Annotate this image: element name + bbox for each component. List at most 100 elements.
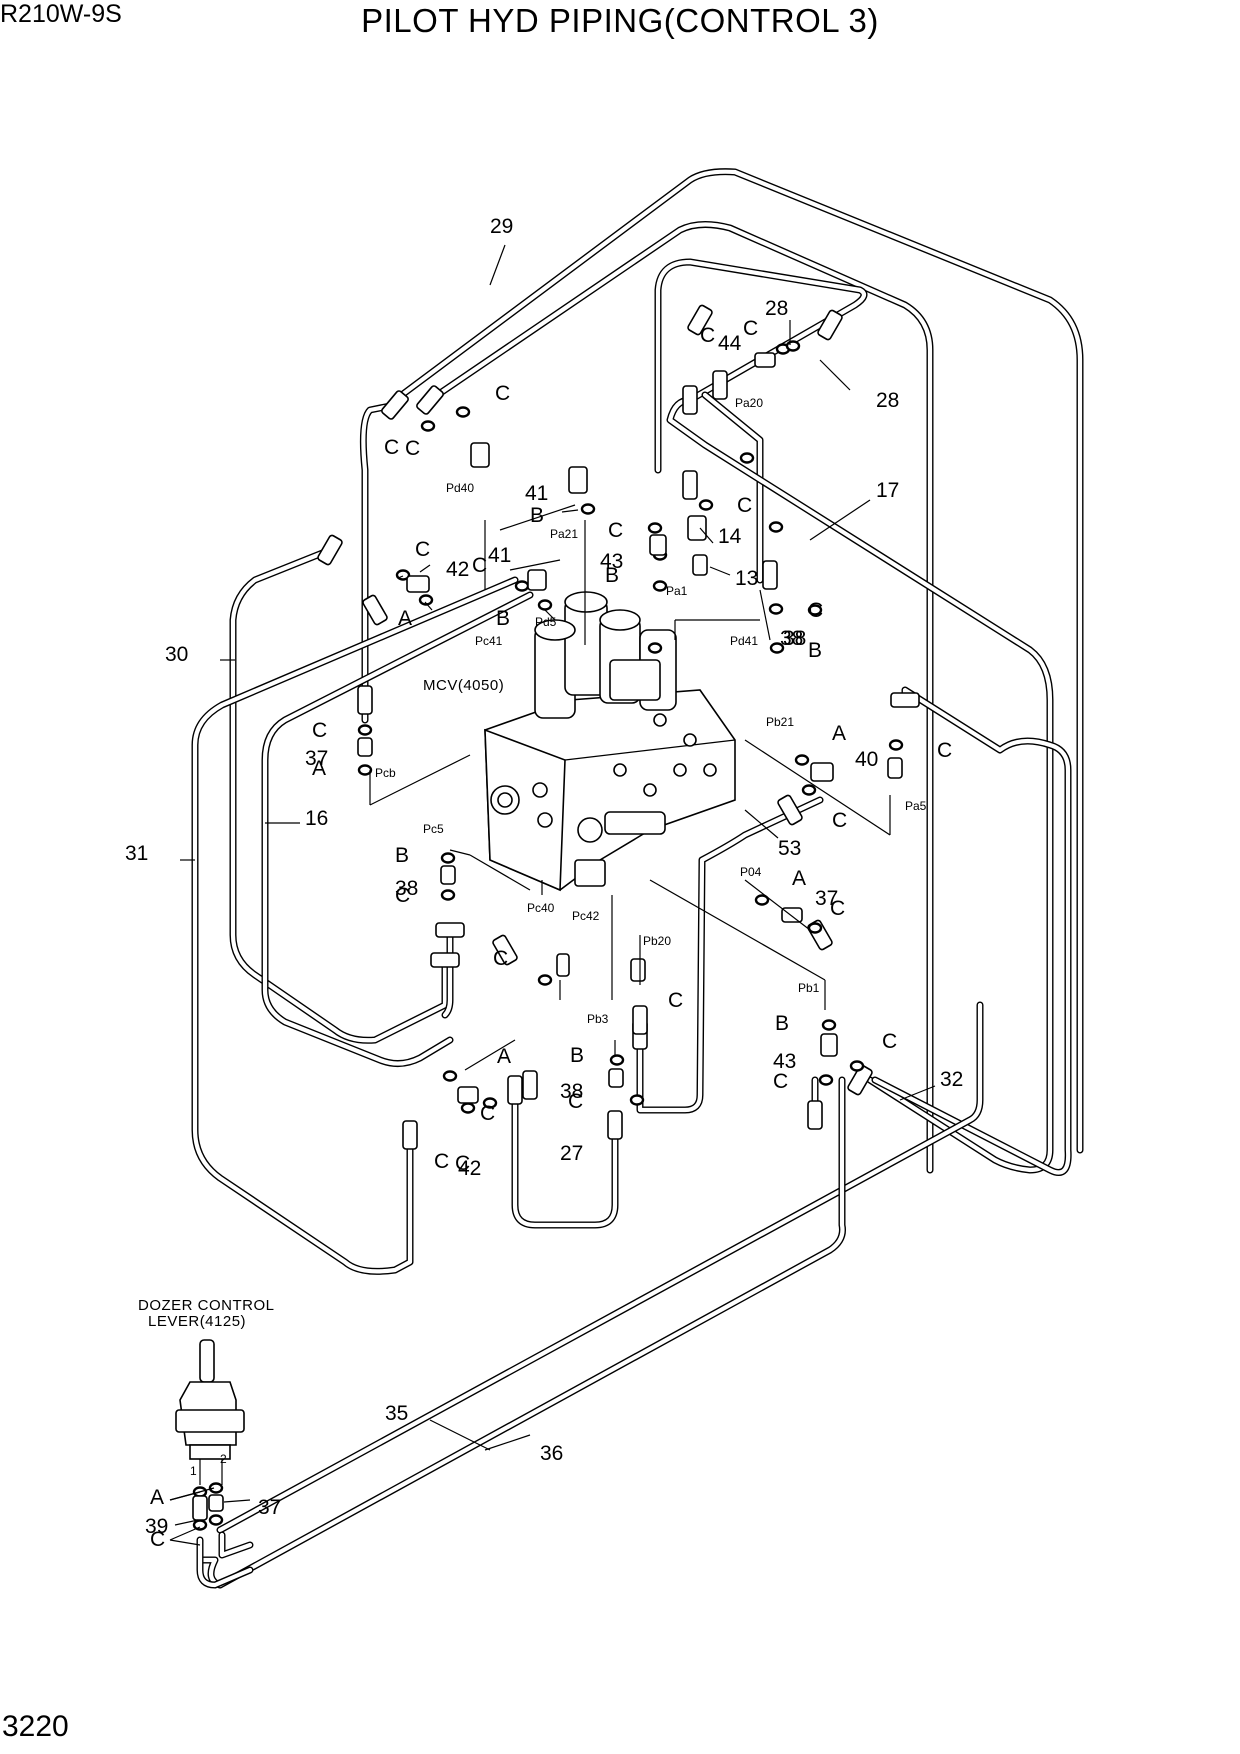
ring-letter-b: B <box>570 1044 584 1067</box>
ring-letter-c: C <box>700 324 715 347</box>
adapter-37c-fitting <box>208 1494 224 1512</box>
hose-end-fitting <box>777 794 803 826</box>
port-label-pc42: Pc42 <box>572 909 600 923</box>
hose-lever-1-inner <box>197 1537 253 1588</box>
hose-end-fitting <box>362 594 388 626</box>
leader-line <box>709 566 731 576</box>
port-label-pc5: Pc5 <box>423 822 444 836</box>
part-number-42: 42 <box>458 1157 481 1180</box>
leader-line <box>544 609 556 621</box>
hose-29-inner <box>361 402 398 703</box>
tee-fitting-fitting <box>470 442 490 468</box>
hose-53-inner <box>637 797 823 1113</box>
leader-line <box>744 809 779 839</box>
ring-letter-c: C <box>495 382 510 405</box>
ring-letter-c: C <box>882 1030 897 1053</box>
o-ring <box>807 922 823 934</box>
mcv-control-valve <box>484 591 736 892</box>
part-number-31: 31 <box>125 842 148 865</box>
hose-28b-inner <box>702 392 763 583</box>
leader-line <box>499 504 576 531</box>
o-ring <box>739 452 755 464</box>
adapter-38b-fitting <box>608 1068 624 1088</box>
ring-letter-c: C <box>830 897 845 920</box>
leader-line <box>759 589 771 641</box>
ring-letter-c: C <box>808 599 823 622</box>
hose-end-fitting <box>317 534 343 566</box>
o-ring <box>482 1097 498 1109</box>
o-ring <box>698 499 714 511</box>
part-number-28: 28 <box>765 297 788 320</box>
leader-line <box>429 1419 491 1451</box>
part-number-29: 29 <box>490 215 513 238</box>
hose-end-fitting <box>817 309 843 341</box>
o-ring <box>460 1102 476 1114</box>
o-ring <box>609 1054 625 1066</box>
ring-letter-c: C <box>150 1528 165 1551</box>
port-label-pb20: Pb20 <box>643 934 671 948</box>
o-ring <box>357 764 373 776</box>
port-label-pa21: Pa21 <box>550 527 578 541</box>
o-ring <box>537 599 553 611</box>
o-ring <box>807 604 823 616</box>
hose-end-fitting <box>357 685 373 715</box>
leader-line <box>174 1519 199 1526</box>
tee-42-fitting <box>406 575 430 593</box>
leader-lines <box>169 244 936 1546</box>
page-title: PILOT HYD PIPING(CONTROL 3) <box>361 2 879 39</box>
port-label-pd40: Pd40 <box>446 481 474 495</box>
port-label-pb3: Pb3 <box>587 1012 609 1026</box>
o-ring <box>754 894 770 906</box>
port-label-pc41: Pc41 <box>475 634 503 648</box>
ring-letter-b: B <box>496 607 510 630</box>
ring-letter-c: C <box>472 554 487 577</box>
part-number-43: 43 <box>773 1050 796 1073</box>
o-ring <box>192 1519 208 1531</box>
ring-letter-b: B <box>605 564 619 587</box>
ring-letter-c: C <box>455 1152 470 1175</box>
o-ring <box>801 784 817 796</box>
labels: 2928281730311653323536271413414142424343… <box>125 215 963 1551</box>
part-number-37: 37 <box>305 747 328 770</box>
leader-line <box>489 244 506 286</box>
o-ring <box>455 406 471 418</box>
ring-letter-b: B <box>530 504 544 527</box>
ring-letter-c: C <box>773 1070 788 1093</box>
ring-letter-c: C <box>493 947 508 970</box>
o-ring <box>357 724 373 736</box>
leader-line <box>397 575 404 579</box>
adapter-13-fitting <box>692 554 708 576</box>
leader-line <box>899 1085 936 1101</box>
part-number-38: 38 <box>780 627 803 650</box>
hose-end-fitting <box>416 385 444 415</box>
fittings <box>192 304 920 1531</box>
leader-line <box>809 499 871 541</box>
ring-letter-c: C <box>384 436 399 459</box>
mcv-label: MCV(4050) <box>423 677 504 694</box>
ring-letter-c: C <box>395 884 410 907</box>
leader-line <box>561 509 579 513</box>
dozer-control-lever <box>175 1339 245 1485</box>
ring-letter-a: A <box>497 1045 511 1068</box>
hose-end-fitting <box>492 934 518 966</box>
hose-28b <box>701 391 764 584</box>
elbow-40-fitting <box>810 762 834 782</box>
hose-end-fitting <box>402 1120 418 1150</box>
part-number-44: 44 <box>718 332 742 355</box>
hose-36 <box>196 1076 846 1589</box>
leader-line <box>169 1487 215 1501</box>
o-ring <box>652 580 668 592</box>
o-ring <box>818 1074 834 1086</box>
ring-letter-a: A <box>150 1486 164 1509</box>
part-number-35: 35 <box>385 1402 408 1425</box>
port-label-p04: P04 <box>740 865 762 879</box>
elbow-41-fitting <box>568 466 588 494</box>
leader-line <box>649 879 826 981</box>
o-ring <box>442 1070 458 1082</box>
tee-42b-fitting <box>457 1086 479 1104</box>
hose-31-inner <box>192 577 518 1274</box>
ring-letter-c: C <box>832 809 847 832</box>
port-label-pcb: Pcb <box>375 766 396 780</box>
hose-end-fitting <box>682 470 698 500</box>
